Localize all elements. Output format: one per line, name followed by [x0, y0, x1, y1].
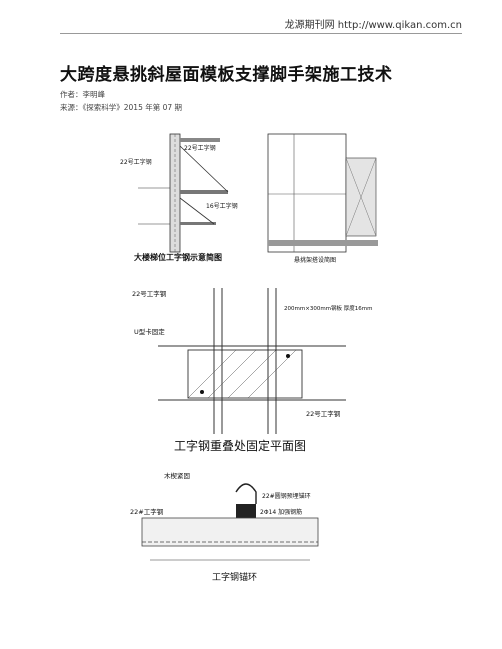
- overlap-fixing-plan-figure: 22号工字钢 200mm×300mm钢板 厚度16mm U型卡固定 22号工字钢…: [132, 288, 373, 453]
- fig2-label-4: 22号工字钢: [306, 409, 341, 418]
- fig1-label-1: 22号工字钢: [184, 144, 216, 152]
- journal-header-url: 龙源期刊网 http://www.qikan.com.cn: [284, 20, 462, 31]
- cantilever-section-figure: 22号工字钢 22号工字钢 16号工字钢 大楼梯位工字钢示意简图: [120, 133, 238, 262]
- source-line: 来源：《探索科学》2015 年第 07 期: [60, 103, 183, 112]
- fig2-caption: 工字钢重叠处固定平面图: [174, 438, 306, 453]
- fig2-label-2: 200mm×300mm钢板 厚度16mm: [284, 304, 373, 312]
- fig3-label-1: 木楔紧固: [164, 471, 190, 480]
- fig3-caption: 工字钢锚环: [212, 571, 257, 583]
- anchor-ring-figure: 木楔紧固 22#圆钢预埋锚环 22#工字钢 2Φ14 加强钢筋 工字钢锚环: [130, 471, 319, 583]
- article-title: 大跨度悬挑斜屋面模板支撑脚手架施工技术: [60, 65, 393, 85]
- fig3-label-2: 22#圆钢预埋锚环: [262, 492, 311, 500]
- fig1-label-3: 16号工字钢: [206, 202, 238, 210]
- fig2-label-3: U型卡固定: [134, 327, 165, 336]
- fig1-right-caption: 悬挑架搭设简图: [294, 256, 336, 264]
- fig1-left-caption: 大楼梯位工字钢示意简图: [134, 252, 222, 262]
- author-line: 作者：李明峰: [60, 90, 105, 99]
- scaffold-elevation-figure: 悬挑架搭设简图: [267, 133, 378, 264]
- fig3-label-4: 2Φ14 加强钢筋: [260, 508, 302, 516]
- fig1-label-2: 22号工字钢: [120, 158, 152, 166]
- header-divider: [60, 33, 462, 34]
- fig3-label-3: 22#工字钢: [130, 507, 164, 516]
- fig2-label-1: 22号工字钢: [132, 289, 167, 298]
